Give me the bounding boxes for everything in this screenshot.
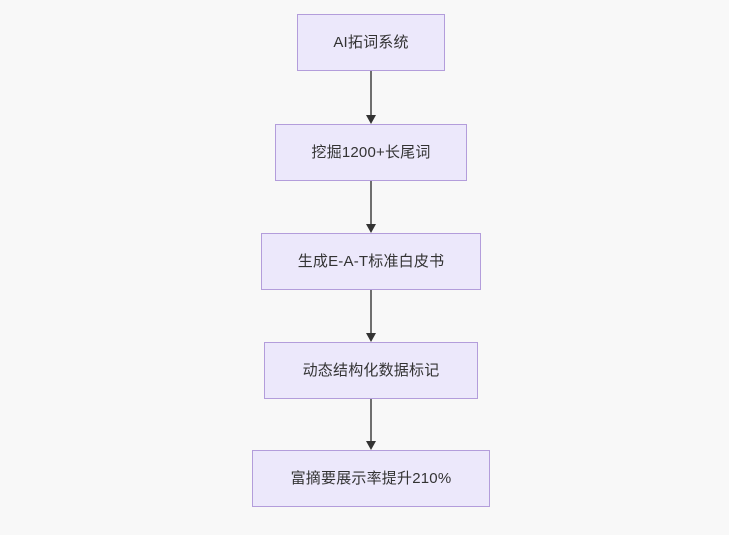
flow-node-n4[interactable]: 动态结构化数据标记: [264, 342, 478, 399]
flow-node-n2[interactable]: 挖掘1200+长尾词: [275, 124, 467, 181]
flow-node-label: 富摘要展示率提升210%: [290, 470, 452, 487]
flow-node-label: 动态结构化数据标记: [302, 362, 440, 379]
flow-node-label: 挖掘1200+长尾词: [311, 144, 431, 161]
flow-node-n5[interactable]: 富摘要展示率提升210%: [252, 450, 490, 507]
flow-node-n1[interactable]: AI拓词系统: [297, 14, 445, 71]
flow-node-label: 生成E-A-T标准白皮书: [297, 253, 445, 270]
flow-edge-n2-to-n3: [360, 181, 382, 233]
flow-node-n3[interactable]: 生成E-A-T标准白皮书: [261, 233, 481, 290]
flow-edge-n4-to-n5: [360, 399, 382, 450]
flow-edge-n3-to-n4: [360, 290, 382, 342]
flow-edge-n1-to-n2: [360, 71, 382, 124]
flow-node-label: AI拓词系统: [333, 34, 409, 51]
